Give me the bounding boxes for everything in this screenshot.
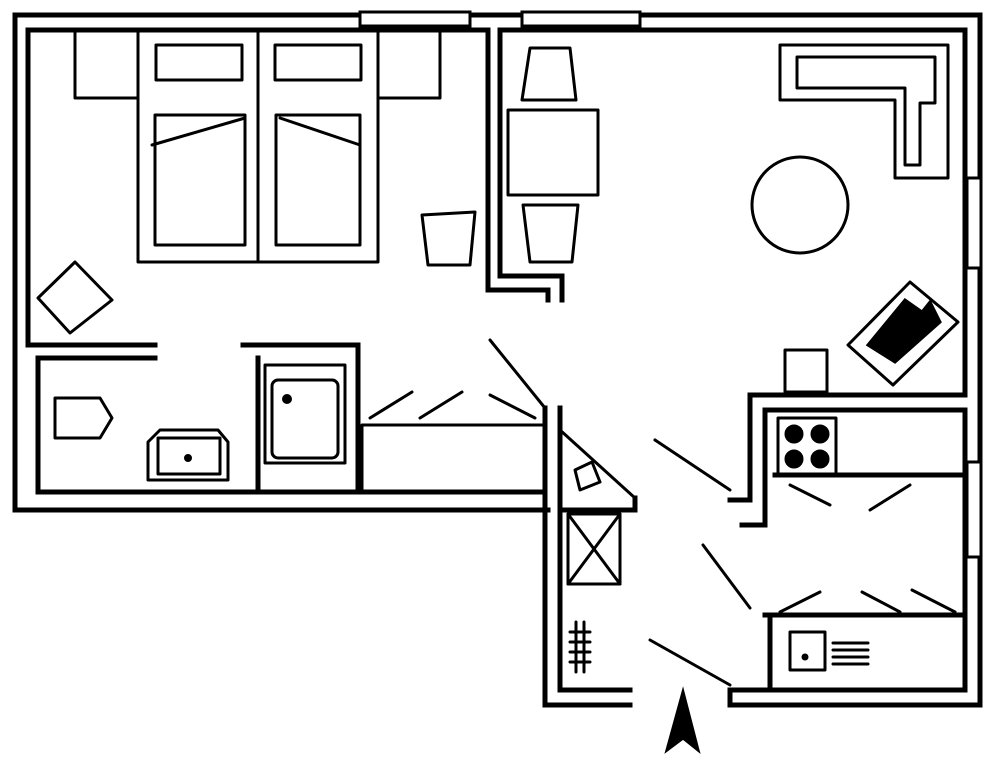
bedroom [36, 28, 477, 335]
windows [358, 10, 983, 559]
toilet [53, 396, 114, 440]
pillow [273, 43, 363, 82]
window-living [520, 10, 642, 28]
round-table [750, 155, 850, 255]
window-living-east [965, 176, 983, 270]
pillow [154, 43, 244, 82]
mattress [274, 113, 362, 247]
dining-chair [521, 203, 580, 264]
phone [558, 428, 637, 500]
shower-tray [263, 363, 347, 465]
corner-sofa [778, 43, 950, 180]
north-arrow [664, 686, 701, 754]
dining-table [506, 108, 600, 197]
window-kitchen-east [965, 460, 983, 559]
armchair [36, 260, 114, 335]
tv-set [846, 280, 960, 387]
living-room [506, 43, 960, 394]
side-table [420, 210, 477, 267]
doors [488, 338, 752, 687]
walls [12, 12, 983, 708]
sink [788, 630, 827, 672]
closet [566, 512, 622, 586]
washbasin [146, 428, 230, 482]
mattress [153, 113, 247, 247]
radiator [568, 620, 592, 674]
dining-chair [520, 46, 578, 102]
bathroom [53, 363, 347, 482]
window-bedroom [358, 10, 472, 28]
cooktop [776, 416, 838, 476]
stool [783, 348, 829, 394]
kitchen [776, 416, 957, 672]
hallway [558, 428, 637, 674]
drainboard [831, 641, 870, 666]
wardrobe [360, 390, 547, 494]
